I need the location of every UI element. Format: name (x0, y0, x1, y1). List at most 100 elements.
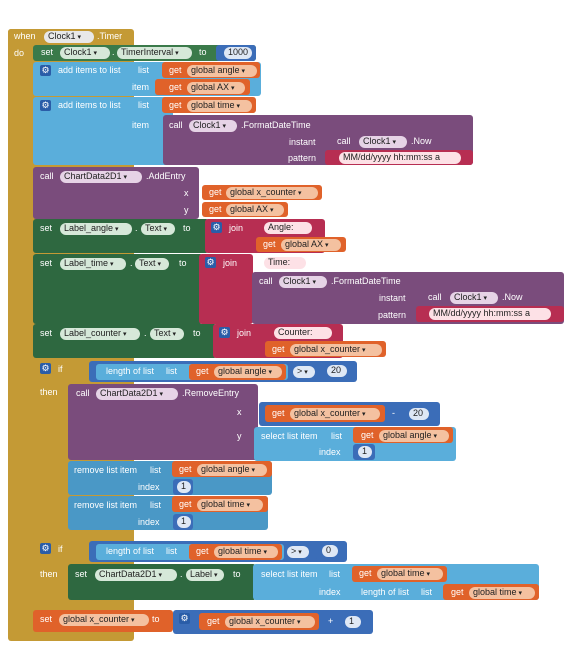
addentry-y-var-dropdown[interactable]: global AX (226, 204, 284, 216)
set-counter-to: to (193, 328, 201, 338)
add-items-block-2[interactable] (33, 97, 173, 165)
remove2-index-kw: index (138, 517, 160, 527)
pattern-string-field-2[interactable]: MM/dd/yyyy hh:mm:ss a (429, 308, 551, 320)
remove2-get-kw: get (179, 499, 192, 509)
if2-kw: if (58, 544, 63, 554)
add1-label: add items to list (58, 65, 121, 75)
set1-to: to (199, 47, 207, 57)
remove2-var-dropdown[interactable]: global time (197, 499, 263, 511)
if2-operator-dropdown[interactable]: > (287, 546, 309, 558)
mutator-gear-icon[interactable]: ⚙ (40, 100, 51, 111)
mutator-gear-icon[interactable]: ⚙ (211, 222, 222, 233)
addentry-get-x-kw: get (209, 187, 222, 197)
set-xc-var-dropdown[interactable]: global x_counter (59, 614, 149, 626)
minus-number-field[interactable]: 20 (409, 408, 429, 420)
removeentry-call-kw: call (76, 388, 90, 398)
if2-var-dropdown[interactable]: global time (214, 546, 278, 558)
plus-number-field[interactable]: 1 (345, 616, 361, 628)
addentry-y-kw: y (184, 205, 189, 215)
set-keyword: set (41, 47, 54, 57)
fdt1-method: .FormatDateTime (241, 120, 311, 130)
select1-list-kw: list (331, 431, 342, 441)
if1-then-kw: then (40, 387, 58, 397)
removeentry-y-kw: y (237, 431, 242, 441)
now1-method: .Now (411, 136, 432, 146)
remove2-index-field[interactable]: 1 (177, 516, 191, 528)
mutator-gear-icon[interactable]: ⚙ (40, 543, 51, 554)
if1-operator-dropdown[interactable]: > (293, 366, 315, 378)
angle-text-string[interactable]: Angle: (264, 222, 312, 234)
set-counter-prop-dropdown[interactable]: Text (150, 328, 184, 340)
event-component-dropdown[interactable]: Clock1 (44, 31, 94, 43)
set1-component-dropdown[interactable]: Clock1 (60, 47, 110, 59)
now1-component-dropdown[interactable]: Clock1 (359, 136, 407, 148)
remove1-index-field[interactable]: 1 (177, 481, 191, 493)
set-xc-kw: set (40, 614, 53, 624)
set-time-dot: . (130, 258, 133, 268)
set-chart-component-dropdown[interactable]: ChartData2D1 (95, 569, 177, 581)
mutator-gear-icon[interactable]: ⚙ (40, 65, 51, 76)
set-angle-prop-dropdown[interactable]: Text (141, 223, 175, 235)
select2-length-get-kw: get (451, 587, 464, 597)
remove1-label: remove list item (74, 465, 138, 475)
mutator-gear-icon[interactable]: ⚙ (40, 363, 51, 374)
set-counter-kw: set (40, 328, 53, 338)
select2-index-kw: index (319, 587, 341, 597)
remove1-list-kw: list (150, 465, 161, 475)
timer-number-field[interactable]: 1000 (224, 47, 252, 59)
mutator-gear-icon[interactable]: ⚙ (205, 257, 216, 268)
select1-var-dropdown[interactable]: global angle (379, 430, 449, 442)
minus-var-dropdown[interactable]: global x_counter (290, 408, 380, 420)
select1-index-field[interactable]: 1 (358, 446, 372, 458)
remove1-var-dropdown[interactable]: global angle (197, 464, 267, 476)
fdt2-instant-kw: instant (379, 293, 406, 303)
set-time-prop-dropdown[interactable]: Text (135, 258, 169, 270)
select1-index-kw: index (319, 447, 341, 457)
add1-get2-kw: get (169, 82, 182, 92)
event-name: .Timer (97, 31, 123, 41)
mutator-gear-icon[interactable]: ⚙ (179, 613, 190, 624)
select2-var-dropdown[interactable]: global time (377, 568, 443, 580)
addentry-component-dropdown[interactable]: ChartData2D1 (60, 171, 142, 183)
select2-get-kw: get (359, 568, 372, 578)
counter-text-string[interactable]: Counter: (274, 327, 332, 339)
if1-number-field[interactable]: 20 (327, 365, 347, 377)
set-counter-component-dropdown[interactable]: Label_counter (60, 328, 140, 340)
select2-list-kw: list (329, 569, 340, 579)
set-angle-component-dropdown[interactable]: Label_angle (60, 223, 132, 235)
add2-get-kw: get (169, 100, 182, 110)
if2-get-kw: get (196, 546, 209, 556)
when-label: when (14, 31, 36, 41)
if2-number-field[interactable]: 0 (322, 545, 338, 557)
select2-length-var-dropdown[interactable]: global time (469, 587, 535, 599)
now2-component-dropdown[interactable]: Clock1 (450, 292, 498, 304)
add2-list-var-dropdown[interactable]: global time (187, 100, 252, 112)
join-angle-var-dropdown[interactable]: global AX (281, 239, 341, 251)
join-counter-var-dropdown[interactable]: global x_counter (290, 344, 382, 356)
set-time-component-dropdown[interactable]: Label_time (60, 258, 126, 270)
fdt2-component-dropdown[interactable]: Clock1 (279, 276, 327, 288)
plus-var-dropdown[interactable]: global x_counter (225, 616, 315, 628)
set-chart-prop-dropdown[interactable]: Label (186, 569, 224, 581)
addentry-x-var-dropdown[interactable]: global x_counter (226, 187, 318, 199)
set-chart-dot: . (180, 569, 183, 579)
set1-dot: . (112, 47, 115, 57)
time-text-string[interactable]: Time: (264, 257, 306, 269)
add1-list-var-dropdown[interactable]: global angle (187, 65, 257, 77)
select1-label: select list item (261, 431, 318, 441)
set-chart-label-kw: set (75, 569, 88, 579)
mutator-gear-icon[interactable]: ⚙ (219, 327, 230, 338)
pattern-string-field-1[interactable]: MM/dd/yyyy hh:mm:ss a (339, 152, 461, 164)
fdt1-instant-kw: instant (289, 137, 316, 147)
if1-get-kw: get (196, 366, 209, 376)
remove2-list-kw: list (150, 500, 161, 510)
join-counter-get-kw: get (272, 344, 285, 354)
set1-prop-dropdown[interactable]: TimerInterval (117, 47, 192, 59)
if1-var-dropdown[interactable]: global angle (214, 366, 282, 378)
add1-get-kw: get (169, 65, 182, 75)
if2-then-kw: then (40, 569, 58, 579)
add1-item-var-dropdown[interactable]: global AX (187, 82, 245, 94)
set-time-kw: set (40, 258, 53, 268)
removeentry-component-dropdown[interactable]: ChartData2D1 (96, 388, 178, 400)
fdt1-component-dropdown[interactable]: Clock1 (189, 120, 237, 132)
